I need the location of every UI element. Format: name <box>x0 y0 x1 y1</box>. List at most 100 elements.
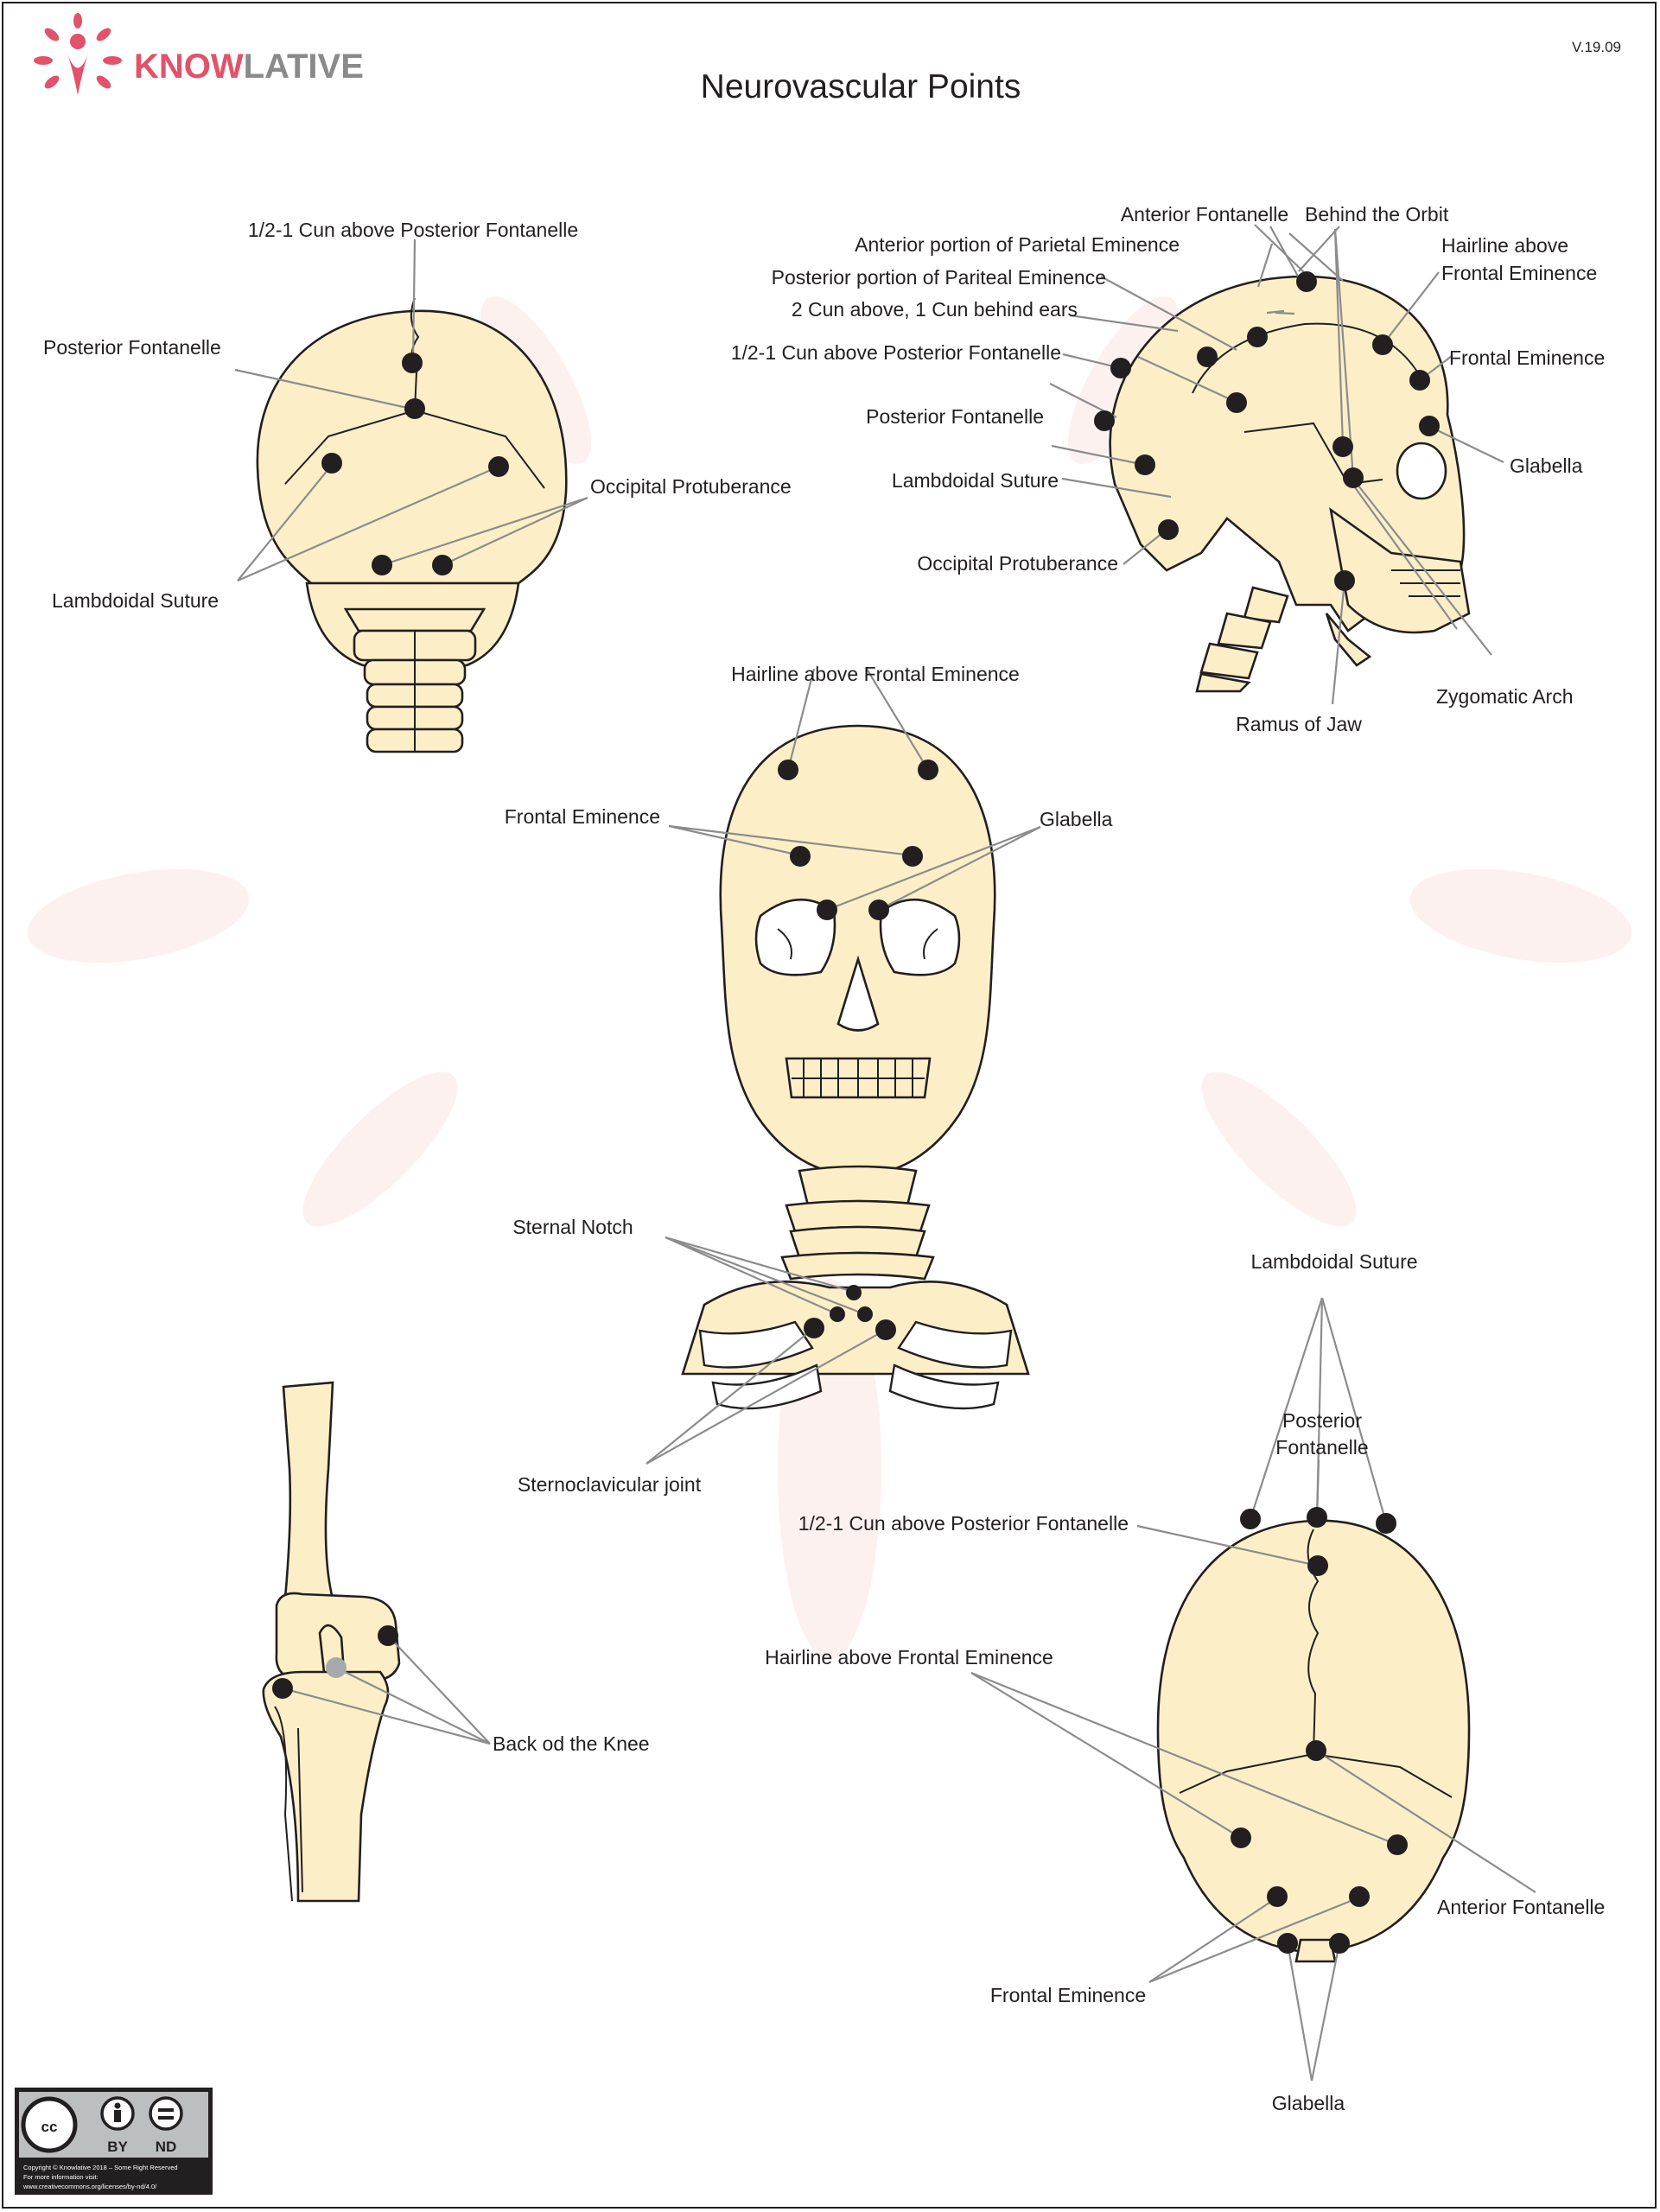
point-side-posterior-fontanelle <box>1094 410 1115 431</box>
creative-commons-icon: cc <box>21 2096 78 2153</box>
point-side-posterior-parietal <box>1197 346 1218 367</box>
license-nd: ND <box>156 2139 177 2155</box>
label-side-anterior-fontanelle: Anterior Fontanelle <box>1121 203 1288 226</box>
brand-name-part1: KNOW <box>134 48 244 86</box>
skull-back-view: 1/2-1 Cun above Posterior Fontanelle Pos… <box>43 219 792 753</box>
cervical-spine-back <box>353 629 477 753</box>
point-side-hairline <box>1372 334 1393 355</box>
page-title: Neurovascular Points <box>701 68 1021 105</box>
point-side-zygomatic <box>1343 467 1364 488</box>
point-front-sternal-right <box>857 1306 873 1322</box>
label-side-posterior-parietal: Posterior portion of Pariteal Eminence <box>772 266 1106 289</box>
point-top-hairline-left <box>1231 1827 1251 1848</box>
point-top-posterior-fontanelle <box>1307 1507 1327 1528</box>
point-front-glabella-left <box>817 899 837 920</box>
point-knee-lateral <box>378 1625 398 1646</box>
point-top-lambdoidal-left <box>1240 1509 1261 1529</box>
label-front-sternal-notch: Sternal Notch <box>512 1216 633 1238</box>
point-front-sternoclavicular-left <box>804 1318 824 1338</box>
point-front-glabella-right <box>868 899 889 920</box>
label-back-lambdoidal: Lambdoidal Suture <box>52 589 219 612</box>
label-knee-back: Back od the Knee <box>493 1732 650 1755</box>
label-side-hairline-line2: Frontal Eminence <box>1441 262 1597 284</box>
point-knee-medial <box>272 1678 293 1699</box>
point-front-sternoclavicular-right <box>875 1319 896 1340</box>
cervical-spine-side <box>1195 586 1289 693</box>
point-front-hairline-right <box>918 760 938 780</box>
label-top-posterior-line2: Fontanelle <box>1275 1436 1368 1459</box>
label-front-frontal-eminence: Frontal Eminence <box>505 805 660 828</box>
cc-text: cc <box>41 2119 58 2135</box>
label-front-glabella: Glabella <box>1040 808 1113 830</box>
label-top-hairline: Hairline above Frontal Eminence <box>765 1646 1053 1669</box>
label-side-glabella: Glabella <box>1510 454 1583 477</box>
tree-person-logo-icon <box>34 13 122 95</box>
point-side-lambdoidal <box>1135 454 1155 475</box>
point-back-half-cun <box>402 353 423 373</box>
point-side-behind-orbit <box>1332 436 1353 457</box>
point-top-anterior-fontanelle <box>1306 1740 1326 1761</box>
skull-side-view: Anterior Fontanelle Behind the Orbit Ant… <box>731 203 1606 735</box>
label-top-lambdoidal: Lambdoidal Suture <box>1250 1250 1417 1273</box>
point-side-frontal-eminence <box>1409 370 1430 391</box>
clavicle-sternum <box>681 1281 1030 1410</box>
label-side-occipital: Occipital Protuberance <box>917 552 1118 575</box>
brand-name-part2: LATIVE <box>244 48 364 86</box>
point-front-sternal-left <box>830 1306 845 1322</box>
label-side-lambdoidal: Lambdoidal Suture <box>892 469 1059 492</box>
point-top-frontal-eminence-left <box>1267 1886 1288 1907</box>
license-badge: cc BY ND Copyright © Knowlative 2018 – S… <box>15 2088 213 2195</box>
point-front-frontal-eminence-right <box>902 846 923 867</box>
license-by: BY <box>107 2139 128 2155</box>
skull-top-view: Lambdoidal Suture Posterior Fontanelle 1… <box>765 1250 1605 2114</box>
point-side-ramus <box>1334 570 1355 591</box>
point-back-occipital-right <box>432 555 453 575</box>
label-side-ramus: Ramus of Jaw <box>1236 713 1362 735</box>
label-side-half-cun: 1/2-1 Cun above Posterior Fontanelle <box>731 341 1061 364</box>
point-front-frontal-eminence-left <box>790 846 811 867</box>
point-side-glabella <box>1419 416 1440 436</box>
point-side-anterior-parietal <box>1247 327 1268 347</box>
knee-back-view: Back od the Knee <box>262 1381 650 1903</box>
point-back-lambdoidal-right <box>488 456 509 477</box>
point-back-occipital-left <box>372 555 392 575</box>
label-back-half-cun: 1/2-1 Cun above Posterior Fontanelle <box>248 219 578 241</box>
femur <box>282 1381 334 1600</box>
label-side-hairline-line1: Hairline above <box>1441 234 1568 257</box>
license-line1: Copyright © Knowlative 2018 – Some Right… <box>23 2164 178 2171</box>
point-front-hairline-left <box>778 760 798 780</box>
label-front-hairline: Hairline above Frontal Eminence <box>731 663 1020 685</box>
cervical-spine-front <box>780 1165 935 1281</box>
label-back-occipital: Occipital Protuberance <box>590 475 792 498</box>
license-line2: For more information visit: <box>23 2173 99 2181</box>
label-side-zygomatic: Zygomatic Arch <box>1436 685 1574 708</box>
label-side-behind-orbit: Behind the Orbit <box>1305 203 1449 226</box>
point-side-half-cun <box>1110 358 1131 378</box>
point-side-two-cun <box>1226 392 1247 413</box>
label-side-anterior-parietal: Anterior portion of Parietal Eminence <box>855 233 1180 256</box>
label-front-sternoclavicular: Sternoclavicular joint <box>518 1473 702 1496</box>
label-side-frontal-eminence: Frontal Eminence <box>1449 346 1605 369</box>
point-front-sternal-notch <box>846 1285 862 1300</box>
point-top-glabella-left <box>1277 1933 1298 1954</box>
attribution-icon <box>100 2096 135 2131</box>
label-side-posterior-fontanelle: Posterior Fontanelle <box>866 405 1044 428</box>
point-side-occipital <box>1158 519 1179 540</box>
point-top-lambdoidal-right <box>1376 1513 1396 1534</box>
label-top-frontal-eminence: Frontal Eminence <box>990 1984 1146 2006</box>
label-top-glabella: Glabella <box>1272 2092 1345 2114</box>
point-side-anterior-fontanelle <box>1296 271 1317 292</box>
license-line3: www.creativecommons.org/licenses/by-nd/4… <box>22 2183 157 2190</box>
point-back-posterior-fontanelle <box>404 398 425 419</box>
point-top-glabella-right <box>1329 1933 1350 1954</box>
no-derivatives-icon <box>149 2096 183 2131</box>
label-top-posterior-line1: Posterior <box>1282 1409 1362 1432</box>
label-side-two-cun: 2 Cun above, 1 Cun behind ears <box>792 298 1078 321</box>
point-top-frontal-eminence-right <box>1349 1886 1370 1907</box>
skull-front-view: Hairline above Frontal Eminence Frontal … <box>505 663 1113 1496</box>
version-label: V.19.09 <box>1572 39 1621 55</box>
svg-text:KNOWLATIVE: KNOWLATIVE <box>134 48 364 86</box>
label-back-posterior-fontanelle: Posterior Fontanelle <box>43 336 221 359</box>
point-back-lambdoidal-left <box>321 453 342 474</box>
